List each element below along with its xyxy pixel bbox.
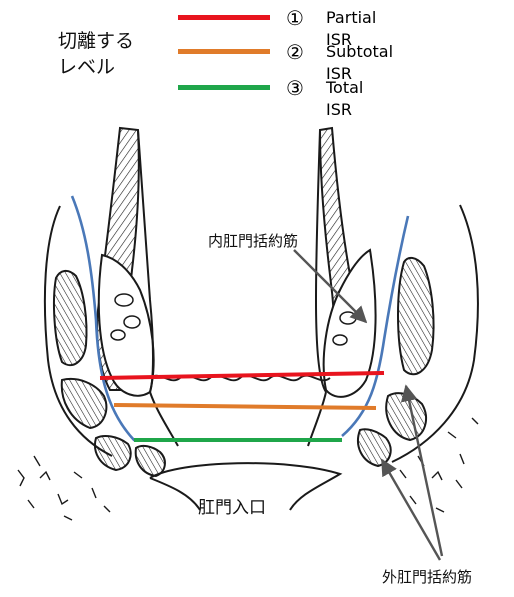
left-outer-contour (43, 205, 113, 457)
legend-label-partial: Partial ISR (326, 8, 377, 49)
legend-swatch-partial (178, 15, 270, 20)
right-external-sphincter-lower (385, 392, 427, 442)
right-lumen-edge (314, 129, 327, 393)
legend-label-total: Total ISR (326, 78, 364, 119)
left-external-sphincter-sub (94, 435, 132, 472)
left-external-sphincter-lower (60, 378, 108, 430)
anal-canal-left-wall (149, 391, 179, 447)
cut-level-heading: 切離する レベル (58, 28, 134, 80)
internal-sphincter-label: 内肛門括約筋 (208, 232, 299, 250)
subtotal-isr-cut-line (113, 403, 377, 410)
legend-swatch-total (178, 85, 270, 90)
external-sphincter-arrow-1 (400, 384, 444, 557)
legend-swatch-subtotal (178, 49, 270, 54)
legend-number-2: ② (286, 40, 304, 64)
left-external-sphincter-sub-2 (134, 444, 166, 478)
anal-entrance-label: 肛門入口 (198, 498, 266, 518)
partial-isr-cut-line (99, 371, 385, 380)
heading-line-1: 切離する (58, 30, 135, 52)
internal-sphincter-arrow (293, 249, 368, 324)
right-gland-2 (332, 334, 348, 346)
external-sphincter-arrow-2 (380, 458, 442, 561)
right-intersphincteric-plane (341, 215, 410, 437)
left-gland-3 (110, 329, 126, 341)
right-external-sphincter-upper (397, 256, 435, 376)
legend-label-subtotal: Subtotal ISR (326, 42, 394, 83)
anal-verge (149, 462, 343, 511)
left-gland (114, 293, 134, 307)
left-external-sphincter-upper (53, 270, 88, 367)
legend-number-1: ① (286, 6, 304, 30)
left-subcutaneous-marks (17, 455, 111, 521)
anal-canal-right-wall (307, 391, 327, 447)
right-external-sphincter-sub (357, 428, 392, 468)
right-outer-contour (391, 204, 479, 463)
external-sphincter-label: 外肛門括約筋 (382, 568, 473, 586)
heading-line-2: レベル (58, 56, 116, 78)
left-gland-2 (123, 315, 141, 329)
left-intersphincteric-plane (70, 195, 140, 442)
left-lumen-edge (137, 129, 154, 393)
legend-number-3: ③ (286, 76, 304, 100)
